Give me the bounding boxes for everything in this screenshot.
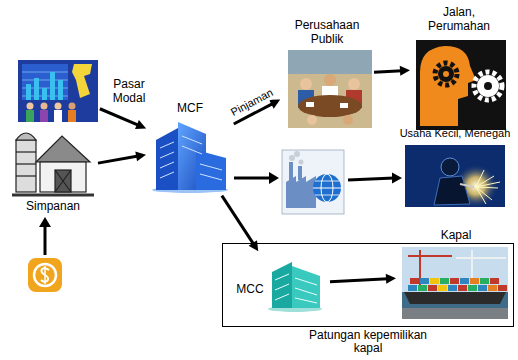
picture-node: Perusahaan Publik [282,18,372,132]
arrow-head [249,240,259,251]
arrow-connector [98,152,146,164]
node-label: MCC [234,282,266,296]
arrow-head [386,274,396,284]
arrow-connector [374,66,410,76]
picture-node: Simpanan [10,126,96,216]
group-frame [222,243,514,327]
arrow-line [374,71,402,73]
picture-node: MCC [232,253,328,316]
arrow-connector [330,274,396,284]
node-label: Usaha Kecil, Menegah [400,126,511,140]
arrow-head [135,152,146,162]
arrow-line [98,156,138,163]
head-gears-picture [416,40,506,130]
node-label: Kapal [398,228,514,242]
arrow-connector [100,109,146,129]
port-ship-picture [402,247,508,319]
meeting-picture [288,50,372,128]
picture-node: Usaha Kecil, Menegah [396,126,514,208]
node-label: MCF [148,101,232,115]
money-icon [28,258,62,292]
mcc-building-picture [268,262,322,312]
node-label: Simpanan [10,199,96,213]
node-label: Perusahaan Publik [291,18,363,46]
picture-node: Kapal [398,228,514,322]
node-label: Pasar Modal [104,77,154,105]
node-label: Patungan kepemilikan kapal [303,329,433,355]
factory-globe-picture [282,150,344,214]
picture-node: Jalan, Perumahan [412,3,506,132]
arrow-line [100,109,139,126]
arrow-line [330,279,388,282]
layout-arrow [234,172,402,184]
arrow-line [222,196,254,245]
arrow-head [400,66,410,76]
arrow-head [269,100,280,109]
stock-market-picture [18,60,98,122]
node-label: Jalan, Perumahan [424,5,494,33]
picture-node: MCF [148,100,232,194]
mcf-building-picture [152,122,228,193]
money-arrow [39,217,51,255]
picture-node: Pasar Modal [18,60,98,122]
arrow-head [135,120,146,129]
group-box: Patungan kepemilikan kapalMCCKapal [222,243,514,357]
barn-silo-picture [12,133,94,195]
welder-picture [405,145,505,208]
